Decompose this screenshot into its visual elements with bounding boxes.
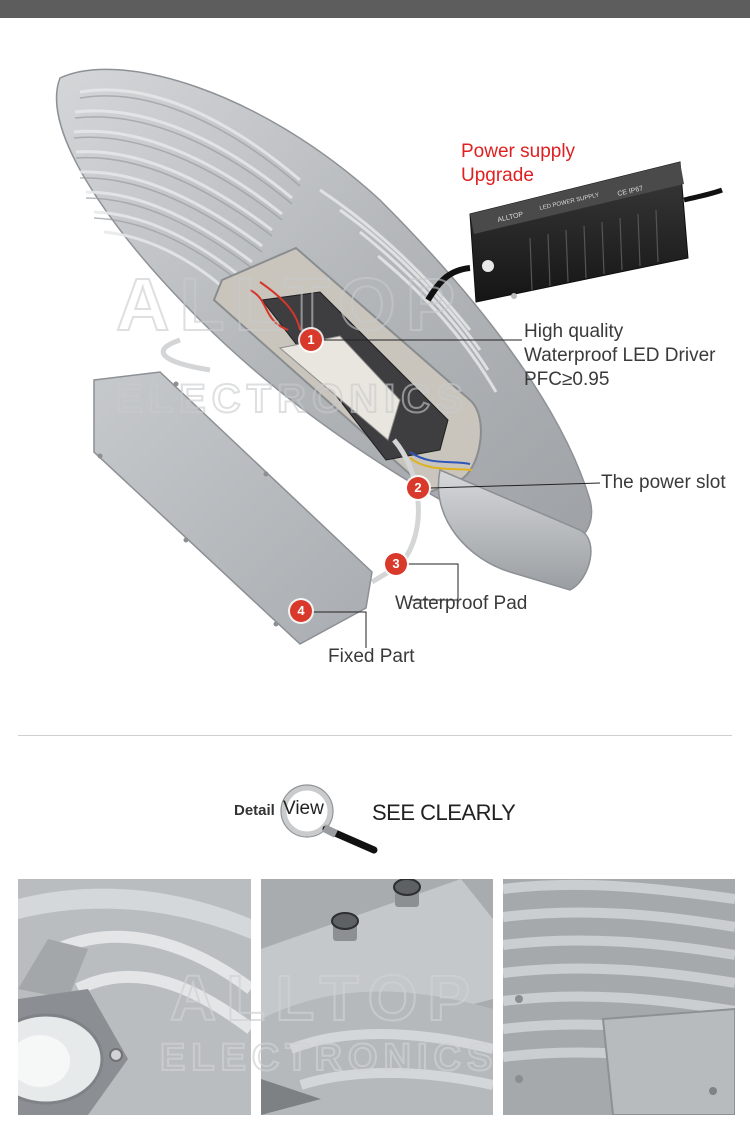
detail-view-heading: Detail View SEE CLEARLY (0, 780, 750, 860)
svg-text:ELECTRONICS: ELECTRONICS (116, 377, 469, 421)
see-clearly-text: SEE CLEARLY (372, 800, 516, 825)
badge-4: 4 (290, 600, 312, 622)
detail-photo-fins (503, 879, 735, 1115)
driver-label-line3: PFC≥0.95 (524, 369, 610, 390)
cover-screws (97, 381, 279, 627)
svg-text:ELECTRONICS: ELECTRONICS (160, 1037, 498, 1079)
driver-label-line1: High quality (524, 321, 624, 342)
fixed-part-label: Fixed Part (328, 646, 415, 667)
detail-word: Detail (234, 802, 275, 819)
callout-leader-lines (312, 339, 601, 648)
view-word: View (283, 798, 324, 819)
cover-pad (93, 371, 373, 645)
power-supply-label-line1: Power supply (461, 141, 576, 162)
pole-pipe (437, 468, 592, 591)
section-divider (18, 735, 732, 736)
power-supply-label-line2: Upgrade (461, 165, 534, 186)
watermark: ALLTOP ELECTRONICS (115, 262, 469, 422)
detail-photo-lens (18, 879, 251, 1115)
badge-3: 3 (385, 553, 407, 575)
power-supply-box: ALLTOP LED POWER SUPPLY CE IP67 (425, 161, 723, 303)
waterproof-pad-label: Waterproof Pad (395, 593, 528, 614)
badge-2: 2 (407, 477, 429, 499)
magnifier-icon (280, 784, 378, 854)
badge-1: 1 (300, 329, 322, 351)
svg-text:ALLTOP: ALLTOP (116, 263, 465, 346)
svg-text:ALLTOP: ALLTOP (170, 962, 480, 1034)
driver-wires (249, 281, 473, 471)
heat-sink-fin-shadows (73, 95, 301, 283)
thumbnail-watermark: ALLTOP ELECTRONICS (159, 961, 498, 1080)
detail-photo-bolts (261, 879, 493, 1115)
top-bar (0, 0, 750, 18)
street-light-illustration: ALLTOP LED POWER SUPPLY CE IP67 ALLTOP E… (55, 68, 723, 648)
product-hero: ALLTOP LED POWER SUPPLY CE IP67 ALLTOP E… (0, 18, 750, 718)
power-slot-label: The power slot (601, 472, 726, 493)
driver-label-line2: Waterproof LED Driver (524, 345, 716, 366)
